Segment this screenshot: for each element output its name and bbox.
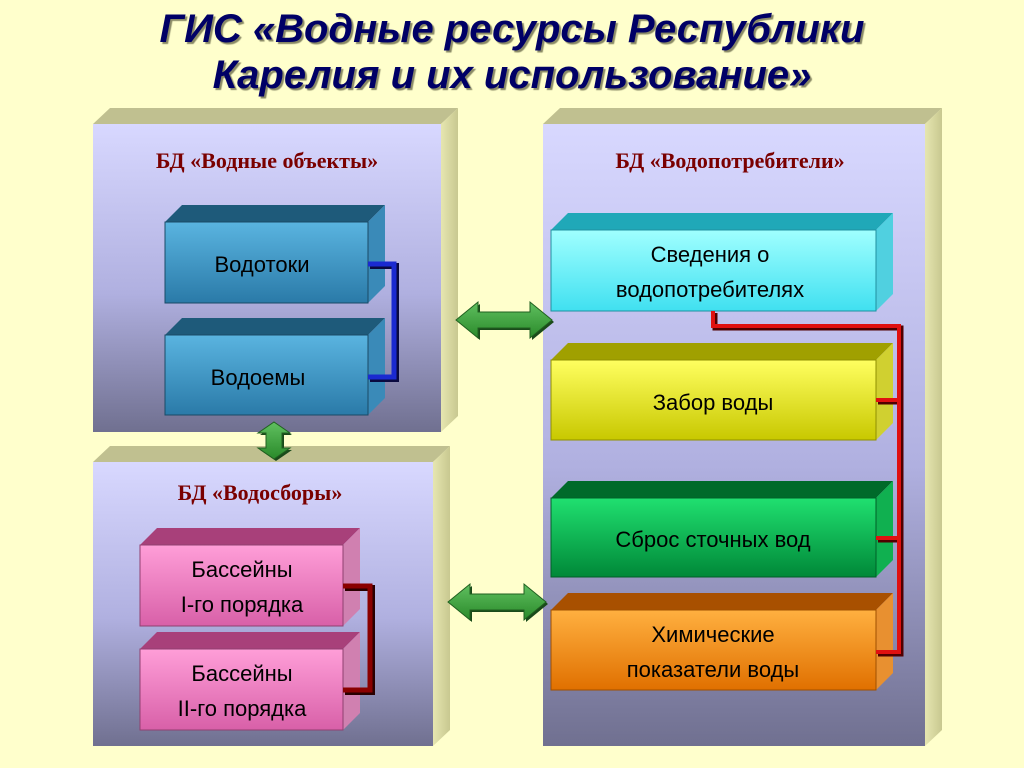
box-wastewater-discharge-label: Сброс сточных вод	[615, 527, 810, 552]
box-water-streams: Водотоки	[164, 205, 385, 304]
box-consumer-info: Сведения о водопотребителях	[550, 213, 893, 312]
panel-watersheds-title: БД «Водосборы»	[178, 480, 343, 505]
box-water-intake-label: Забор воды	[653, 390, 774, 415]
box-basins-second-order: Бассейны II-го порядка	[139, 632, 360, 731]
page-title-line-2: Карелия и их использование»	[212, 53, 812, 97]
arrow-water-objects-watersheds	[256, 421, 292, 461]
connector-water-consumers	[711, 311, 904, 657]
box-consumer-info-line-1: Сведения о	[651, 242, 770, 267]
box-basins-first-order-line-2: I-го порядка	[181, 592, 304, 617]
page-title: ГИС «Водные ресурсы Республики Карелия и…	[0, 6, 1024, 98]
panel-watersheds-side	[433, 446, 450, 746]
box-chemical-indicators-line-1: Химические	[651, 622, 774, 647]
box-water-bodies: Водоемы	[164, 318, 385, 416]
page-title-line-1: ГИС «Водные ресурсы Республики	[159, 7, 865, 51]
bracket-watersheds	[343, 583, 375, 695]
box-chemical-indicators: Химические показатели воды	[550, 593, 893, 691]
panel-water-objects-title: БД «Водные объекты»	[156, 148, 378, 173]
bracket-water-objects	[368, 261, 399, 382]
box-chemical-indicators-line-2: показатели воды	[627, 657, 800, 682]
panel-water-consumers-title: БД «Водопотребители»	[615, 148, 844, 173]
box-consumer-info-line-2: водопотребителях	[616, 277, 804, 302]
box-basins-first-order: Бассейны I-го порядка	[139, 528, 360, 627]
arrow-water-objects-consumers	[455, 300, 554, 340]
panel-water-consumers-side	[925, 108, 942, 746]
panel-water-objects-top	[93, 108, 458, 124]
panel-water-consumers-top	[543, 108, 942, 124]
box-basins-second-order-line-1: Бассейны	[191, 661, 292, 686]
box-basins-first-order-line-1: Бассейны	[191, 557, 292, 582]
box-basins-second-order-line-2: II-го порядка	[178, 696, 307, 721]
arrow-watersheds-consumers	[447, 582, 548, 622]
box-wastewater-discharge: Сброс сточных вод	[550, 481, 893, 578]
box-water-intake: Забор воды	[550, 343, 893, 441]
box-water-bodies-label: Водоемы	[211, 365, 306, 390]
box-water-streams-label: Водотоки	[215, 252, 310, 277]
panel-water-objects-side	[441, 108, 458, 432]
